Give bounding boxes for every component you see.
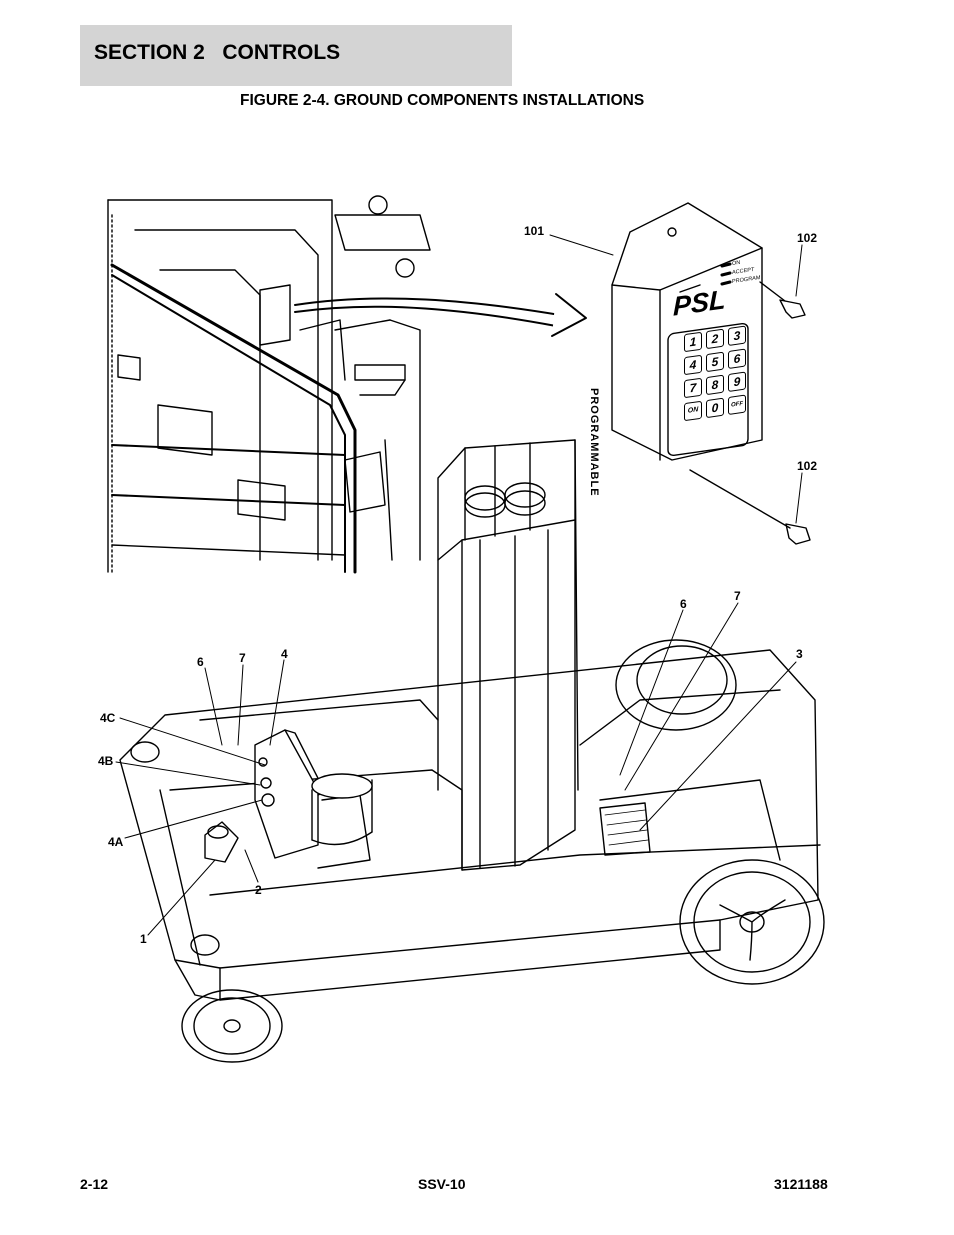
screw-upper [759, 281, 806, 319]
screw-lower [689, 469, 811, 545]
indicator-leds [720, 262, 732, 286]
footer-doc-number: 3121188 [774, 1176, 828, 1192]
charger [599, 802, 651, 856]
keypad-key-7: 7 [684, 377, 702, 399]
keypad-key-5: 5 [706, 351, 724, 373]
wheel-rear-right [679, 859, 825, 985]
keypad-key-3: 3 [728, 325, 746, 347]
detail-arrow [294, 293, 587, 337]
keypad-key-6: 6 [728, 348, 746, 370]
keypad-button-grid: 1 2 3 4 5 6 7 8 9 ON 0 OFF [684, 325, 746, 422]
callout-101: 101 [524, 224, 545, 238]
keypad-key-on: ON [684, 400, 702, 422]
keypad-indicator-labels: ON ACCEPT PROGRAM [732, 256, 760, 287]
callout-1: 1 [140, 932, 147, 946]
section-header: SECTION 2 CONTROLS [80, 25, 512, 86]
emergency-stop-switch [204, 821, 239, 863]
callout-3: 3 [796, 647, 803, 661]
section-title: SECTION 2 CONTROLS [94, 41, 341, 64]
footer-model: SSV-10 [418, 1176, 466, 1192]
callout-4c: 4C [100, 711, 116, 725]
wheel-front-left [181, 989, 283, 1063]
footer-page-number: 2-12 [80, 1176, 109, 1192]
keypad-key-9: 9 [728, 371, 746, 393]
callout-4a: 4A [108, 835, 124, 849]
callout-7-right: 7 [734, 589, 741, 603]
keypad-key-8: 8 [706, 374, 724, 396]
keypad-side-label: PROGRAMMABLE [588, 388, 600, 497]
callout-6-left: 6 [197, 655, 204, 669]
keypad-enclosure [611, 202, 763, 461]
mast-assembly [437, 439, 579, 871]
keypad-key-0: 0 [706, 397, 724, 419]
callout-102-upper: 102 [797, 231, 818, 245]
keypad-key-off: OFF [728, 394, 746, 416]
keypad-key-4: 4 [684, 354, 702, 376]
figure-title: FIGURE 2-4. GROUND COMPONENTS INSTALLATI… [240, 92, 645, 109]
callout-4b: 4B [98, 754, 114, 768]
keypad-key-1: 1 [684, 331, 702, 353]
callout-2: 2 [255, 883, 262, 897]
motor [311, 773, 373, 846]
callout-4: 4 [281, 647, 288, 661]
caster-front [130, 741, 220, 956]
keypad-key-2: 2 [706, 328, 724, 350]
callout-102-lower: 102 [797, 459, 818, 473]
wheel-rear-left [615, 639, 737, 731]
callout-6-right: 6 [680, 597, 687, 611]
callout-7-left: 7 [239, 651, 246, 665]
platform-detail [107, 195, 431, 574]
leader-lines [115, 234, 803, 936]
